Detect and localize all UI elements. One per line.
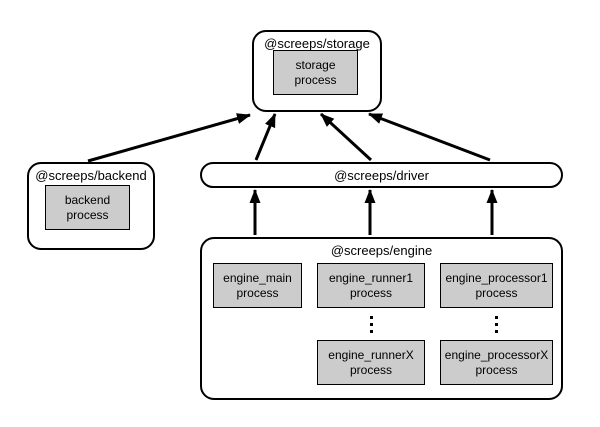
arrow-driver-to-storage-3 [368, 112, 491, 162]
backend-process-box: backend process [45, 185, 130, 230]
runner-ellipsis-dots [368, 316, 374, 333]
package-driver-label: @screeps/driver [334, 167, 429, 183]
engine-main-process-box: engine_main process [213, 263, 302, 308]
package-backend-label: @screeps/backend [35, 168, 147, 183]
storage-process-box: storage process [273, 50, 358, 95]
engine-processor1-process-box: engine_processor1 process [440, 263, 553, 308]
processor-ellipsis-dots [493, 316, 499, 333]
package-storage: @screeps/storage storage process [252, 30, 382, 112]
package-engine-label: @screeps/engine [330, 243, 433, 258]
engine-runner1-process-box: engine_runner1 process [317, 263, 425, 308]
engine-processorX-process-box: engine_processorX process [440, 340, 553, 385]
arrow-driver-to-storage-2 [319, 112, 373, 162]
arrow-driver-to-storage-1 [254, 113, 277, 161]
package-storage-label: @screeps/storage [264, 36, 370, 51]
engine-runnerX-process-box: engine_runnerX process [317, 340, 425, 385]
package-backend: @screeps/backend backend process [27, 162, 155, 250]
package-driver: @screeps/driver [200, 162, 563, 188]
package-engine: @screeps/engine engine_main process engi… [200, 237, 563, 400]
arrow-backend-to-storage-0 [87, 113, 251, 163]
